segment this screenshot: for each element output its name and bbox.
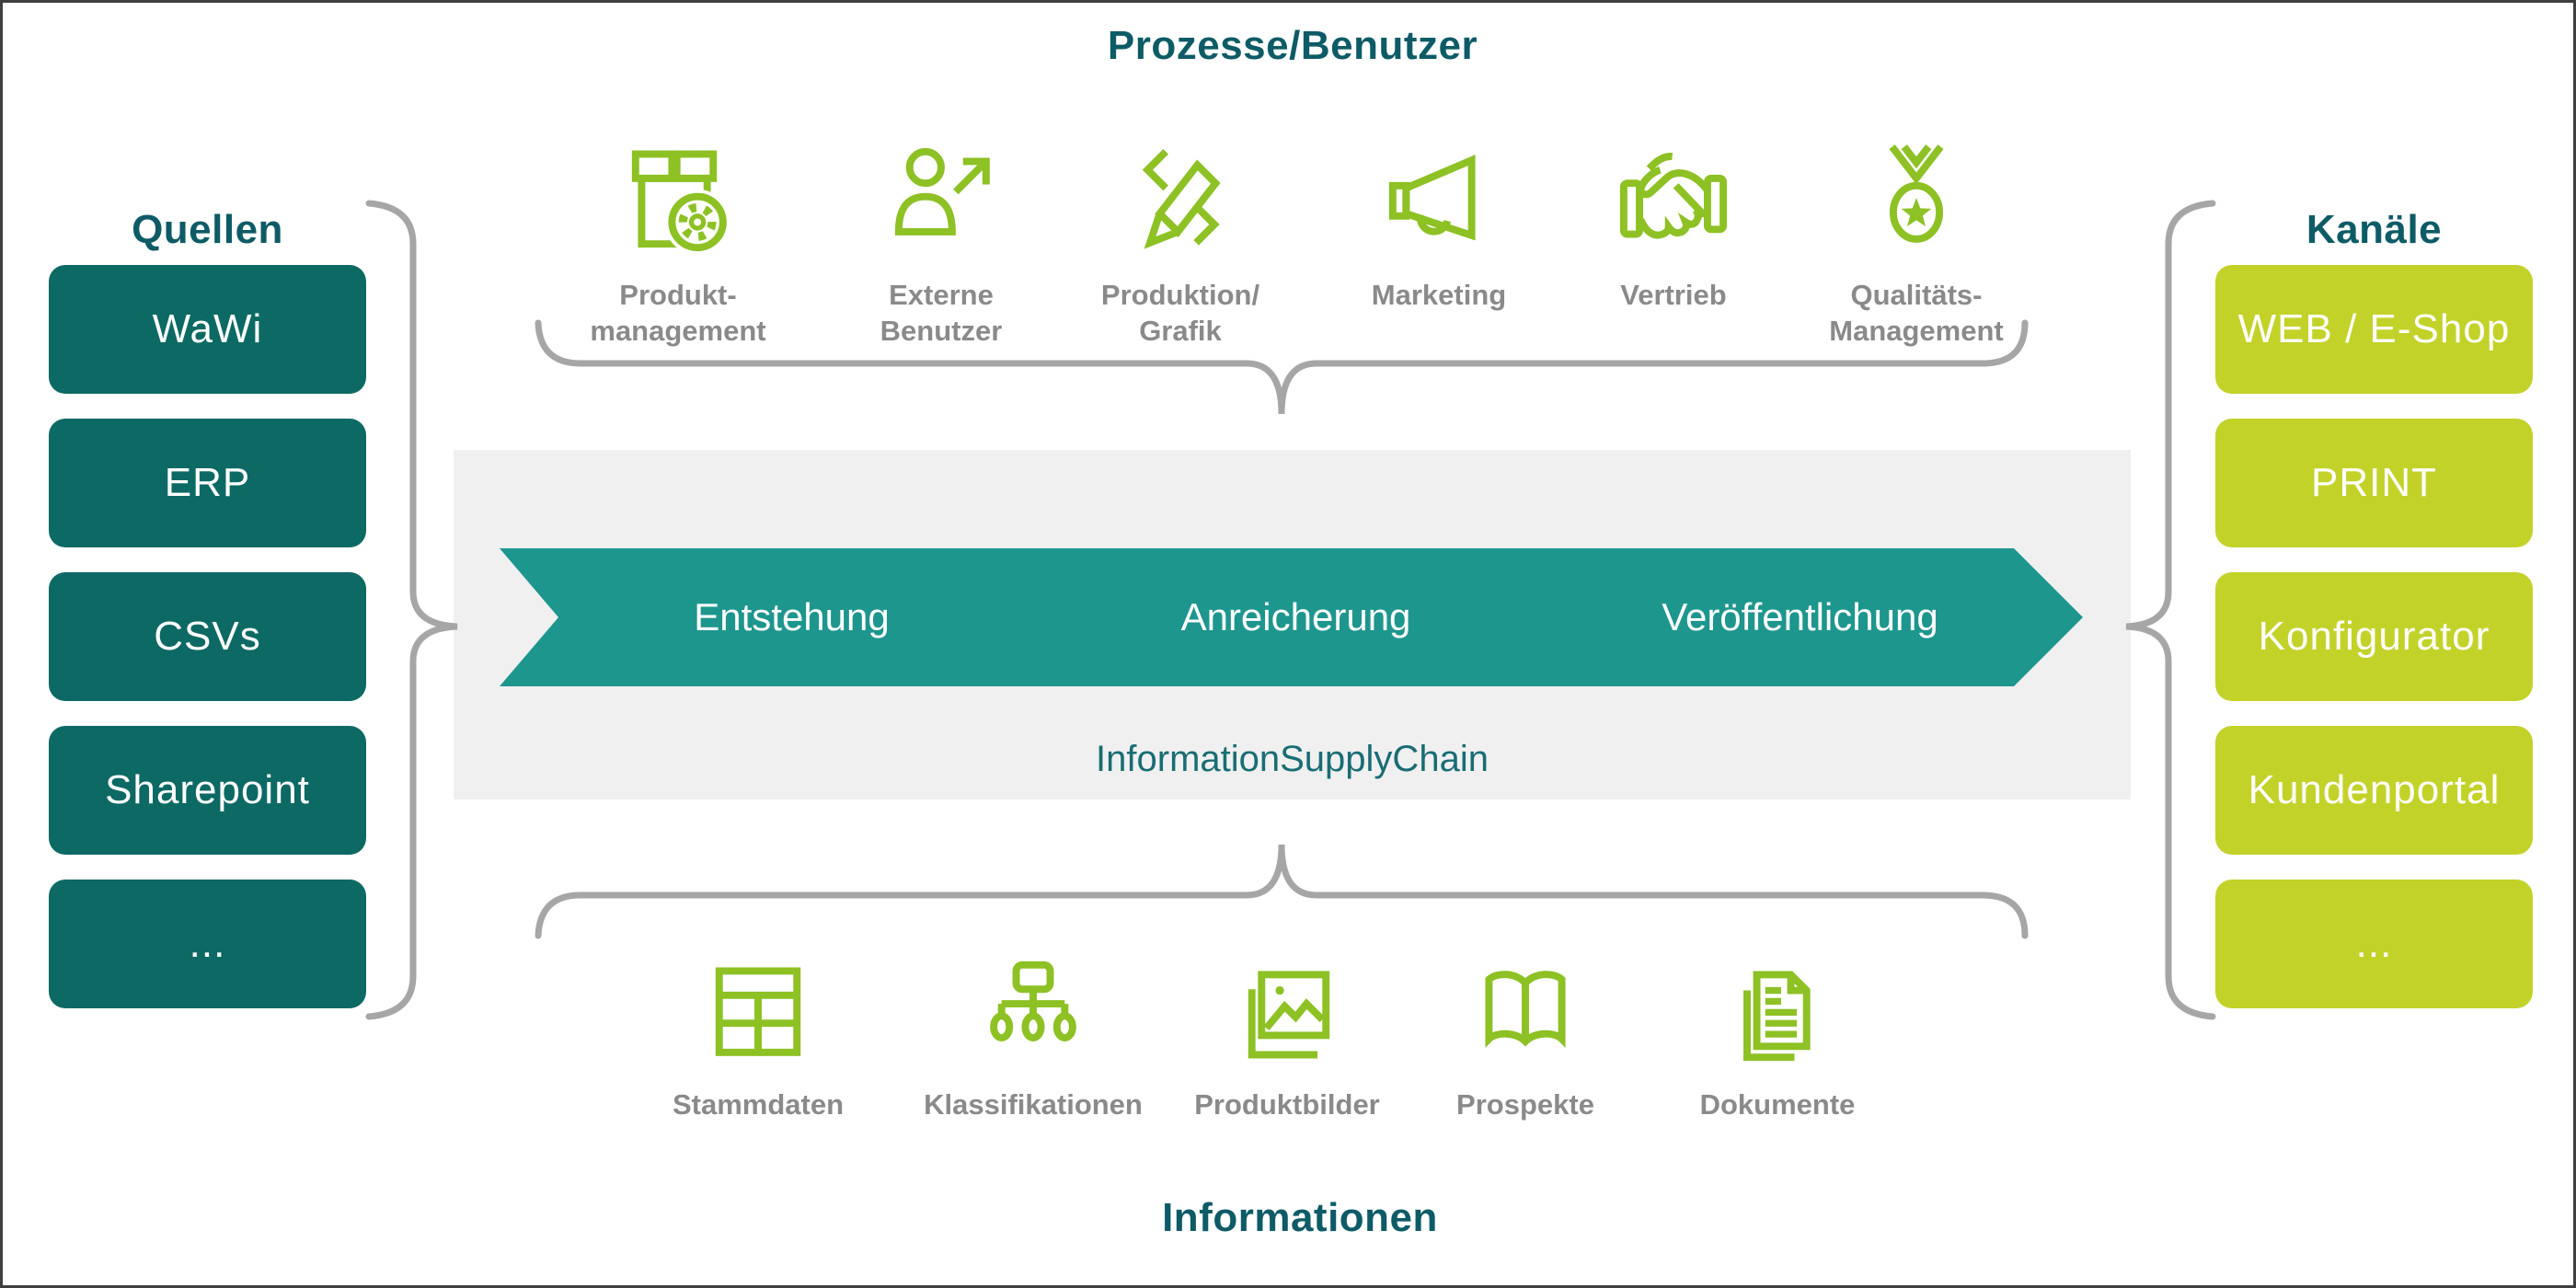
label-line: management: [590, 315, 766, 347]
handshake-icon: [1619, 153, 1728, 239]
step-label: Veröffentlichung: [1662, 595, 1938, 638]
channel-box-web-eshop: WEB / E-Shop: [2215, 265, 2533, 394]
label-line: Produkt-: [619, 279, 737, 311]
channel-label: ...: [2355, 921, 2393, 966]
process-item-label: Produktion/ Grafik: [1101, 277, 1259, 349]
channel-label: PRINT: [2311, 460, 2437, 505]
heading-channels: Kanäle: [2306, 207, 2443, 252]
brace-bottom: [535, 844, 2029, 939]
channel-box-more: ...: [2215, 880, 2533, 1008]
information-item-label: Prospekte: [1456, 1088, 1594, 1121]
step-label: Entstehung: [694, 595, 890, 638]
label-line: Grafik: [1139, 315, 1222, 347]
process-item-produktmanagement: Produkt- management: [549, 137, 807, 349]
brace-right: [2125, 200, 2216, 1020]
information-item-stammdaten: Stammdaten: [629, 950, 887, 1122]
brochure-book-icon: [1485, 971, 1566, 1048]
medal-star-icon: [1889, 144, 1944, 243]
source-box-sharepoint: Sharepoint: [49, 726, 366, 855]
process-item-label: Vertrieb: [1620, 277, 1726, 313]
channel-label: Konfigurator: [2258, 614, 2490, 659]
channel-label: Kundenportal: [2248, 767, 2501, 812]
heading-processes-users: Prozesse/Benutzer: [1107, 23, 1478, 68]
process-item-externe-benutzer: Externe Benutzer: [812, 137, 1070, 349]
heading-informations: Informationen: [1162, 1195, 1438, 1240]
product-box-gear-icon: [631, 150, 730, 256]
process-item-qualitaetsmanagement: Qualitäts- Management: [1788, 137, 2045, 349]
source-label: CSVs: [154, 614, 261, 659]
image-photo-icon: [1248, 971, 1330, 1059]
source-box-wawi: WaWi: [49, 265, 366, 394]
step-label: Anreicherung: [1180, 595, 1411, 638]
information-item-dokumente: Dokumente: [1649, 950, 1906, 1122]
label-line: Produktion/: [1100, 279, 1260, 311]
information-item-label: Stammdaten: [672, 1088, 845, 1121]
process-step-anreicherung: Anreicherung: [1004, 548, 1579, 686]
label-line: Externe: [889, 279, 994, 311]
channel-box-print: PRINT: [2215, 419, 2533, 547]
label-line: Vertrieb: [1620, 279, 1727, 311]
label-line: Marketing: [1371, 279, 1507, 311]
process-item-vertrieb: Vertrieb: [1545, 137, 1802, 313]
process-item-produktion-grafik: Produktion/ Grafik: [1052, 137, 1309, 349]
process-item-label: Qualitäts- Management: [1829, 277, 2003, 349]
source-label: ERP: [164, 460, 251, 505]
channel-box-konfigurator: Konfigurator: [2215, 572, 2533, 701]
label-line: Qualitäts-: [1850, 279, 1983, 311]
source-box-csvs: CSVs: [49, 572, 366, 701]
megaphone-icon: [1388, 155, 1476, 241]
information-item-klassifikationen: Klassifikationen: [904, 950, 1162, 1122]
label-line: Benutzer: [880, 315, 1003, 347]
process-step-entstehung: Entstehung: [500, 548, 1075, 686]
information-item-produktbilder: Produktbilder: [1158, 950, 1416, 1122]
source-label: Sharepoint: [105, 767, 310, 812]
process-item-label: Produkt- management: [590, 277, 765, 349]
source-label: ...: [189, 921, 226, 966]
source-label: WaWi: [152, 306, 263, 351]
information-item-label: Produktbilder: [1194, 1088, 1380, 1121]
information-item-label: Dokumente: [1699, 1088, 1856, 1121]
document-icon: [1743, 971, 1811, 1062]
process-item-label: Marketing: [1372, 277, 1506, 313]
brace-left: [365, 200, 458, 1020]
information-item-label: Klassifikationen: [924, 1088, 1143, 1121]
process-step-veroeffentlichung: Veröffentlichung: [1508, 548, 2083, 686]
channel-box-kundenportal: Kundenportal: [2215, 726, 2533, 855]
external-user-icon: [894, 147, 990, 236]
hierarchy-icon: [990, 960, 1076, 1041]
channel-label: WEB / E-Shop: [2237, 306, 2511, 351]
process-item-marketing: Marketing: [1310, 137, 1568, 313]
supply-chain-caption: InformationSupplyChain: [1096, 739, 1489, 779]
table-grid-icon: [715, 967, 801, 1056]
information-item-prospekte: Prospekte: [1397, 950, 1654, 1122]
information-supply-chain-band: Entstehung Anreicherung Veröffentlichung…: [454, 450, 2131, 799]
heading-sources: Quellen: [132, 207, 283, 252]
pencil-brackets-icon: [1142, 149, 1221, 249]
label-line: Management: [1829, 315, 2004, 347]
source-box-erp: ERP: [49, 419, 366, 547]
source-box-more: ...: [49, 880, 366, 1008]
process-item-label: Externe Benutzer: [880, 277, 1003, 349]
